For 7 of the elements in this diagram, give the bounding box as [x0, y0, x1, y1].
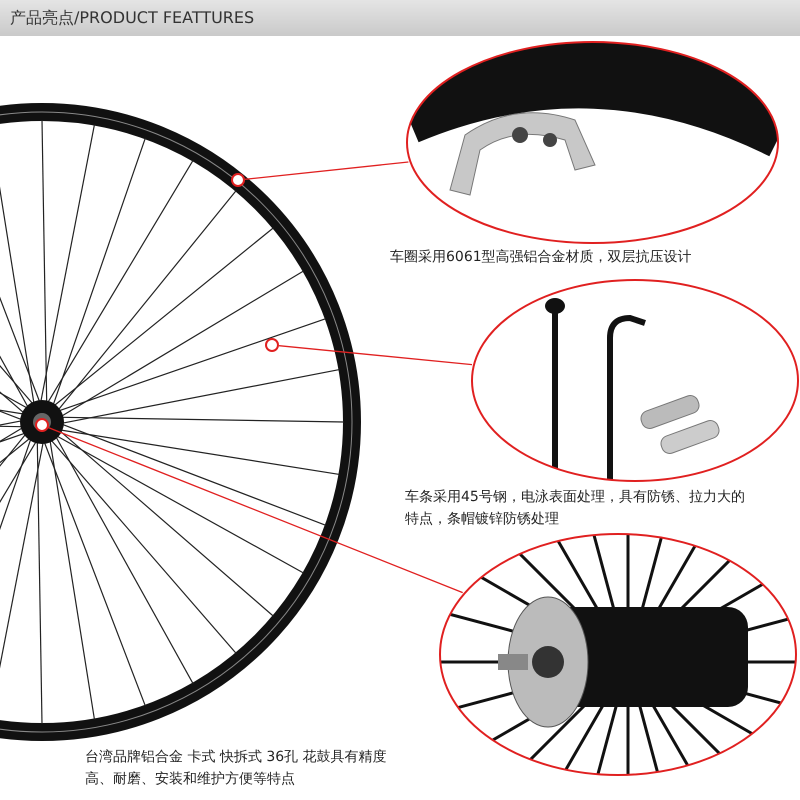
- leader-line: [278, 345, 472, 366]
- spoke-point: [265, 338, 279, 352]
- title: 产品亮点/PRODUCT FEATTURES: [10, 8, 254, 29]
- spoke-inset: [470, 278, 800, 483]
- leader-line: [48, 427, 463, 594]
- leader-line: [244, 161, 408, 180]
- rim-inset: [405, 40, 780, 245]
